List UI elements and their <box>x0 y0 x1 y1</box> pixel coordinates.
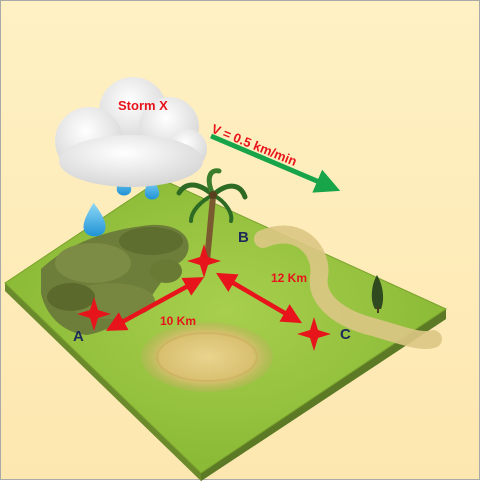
distance-arrow-ab <box>105 277 205 331</box>
palm-tree <box>176 168 248 264</box>
point-c-label: C <box>340 326 351 343</box>
distance-ab-label: 10 Km <box>160 314 197 328</box>
storm-label: Storm X <box>118 98 168 113</box>
sandy-path <box>254 225 442 349</box>
distance-arrow-bc <box>216 272 302 324</box>
marker-a-icon <box>77 297 111 331</box>
distance-bc-label: 12 Km <box>271 271 308 285</box>
storm-cloud-icon <box>55 77 207 187</box>
cypress-tree <box>371 275 384 313</box>
soil-patch <box>141 322 273 392</box>
velocity-arrow <box>210 133 341 193</box>
point-b-label: B <box>238 229 249 246</box>
marker-b-icon <box>187 244 221 278</box>
marker-c-icon <box>297 317 331 351</box>
point-a-label: A <box>73 328 84 345</box>
